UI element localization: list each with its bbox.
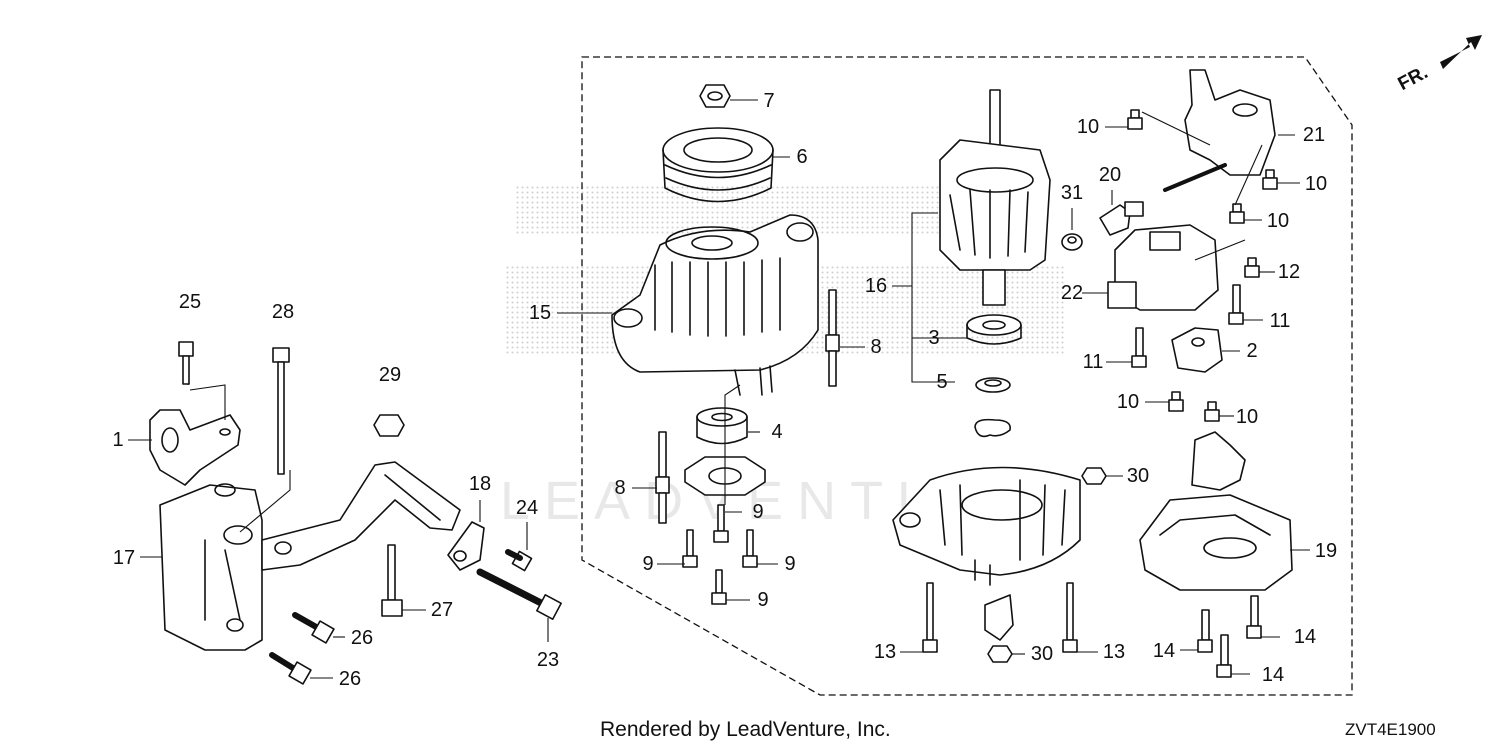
callout-15: 15 bbox=[528, 302, 552, 324]
callout-8-upper: 8 bbox=[870, 336, 882, 358]
callout-11-left: 11 bbox=[1082, 351, 1104, 373]
callout-13-left: 13 bbox=[873, 641, 897, 663]
part-26-bolts bbox=[269, 612, 335, 685]
callout-17: 17 bbox=[112, 547, 136, 569]
part-9-screws bbox=[682, 504, 758, 605]
b-terminal-bracket bbox=[1191, 431, 1246, 491]
callout-10-c: 10 bbox=[1266, 210, 1290, 232]
callout-30-lower: 30 bbox=[1030, 643, 1054, 665]
callout-4: 4 bbox=[771, 421, 783, 443]
callout-26-lower: 26 bbox=[338, 668, 362, 690]
part-20-terminal bbox=[1099, 201, 1144, 236]
part-27-bolt bbox=[381, 544, 403, 617]
part-2-holder bbox=[1171, 327, 1223, 373]
callout-9-b: 9 bbox=[642, 553, 654, 575]
callout-9-d: 9 bbox=[757, 589, 769, 611]
callout-24: 24 bbox=[515, 497, 539, 519]
callout-12: 12 bbox=[1277, 261, 1301, 283]
part-30-nut-lower bbox=[987, 645, 1013, 663]
callout-26-upper: 26 bbox=[350, 627, 374, 649]
callout-27: 27 bbox=[430, 599, 454, 621]
callout-7: 7 bbox=[763, 90, 775, 112]
part-16-rotor bbox=[939, 89, 1051, 306]
part-30-nut-upper bbox=[1081, 467, 1107, 485]
callout-6: 6 bbox=[796, 146, 808, 168]
callout-1: 1 bbox=[112, 429, 124, 451]
part-8-stud-upper bbox=[825, 289, 840, 387]
callout-10-e: 10 bbox=[1235, 406, 1259, 428]
callout-2: 2 bbox=[1246, 340, 1258, 362]
callout-10-b: 10 bbox=[1304, 173, 1328, 195]
callout-21: 21 bbox=[1302, 124, 1326, 146]
part-13-bolts bbox=[922, 582, 1078, 653]
callout-14-c: 14 bbox=[1261, 664, 1285, 686]
part-6-pulley bbox=[662, 127, 774, 203]
render-credit: Rendered by LeadVenture, Inc. bbox=[600, 718, 891, 741]
retaining-clip bbox=[974, 418, 1012, 438]
callout-13-right: 13 bbox=[1102, 641, 1126, 663]
callout-8-lower: 8 bbox=[614, 477, 626, 499]
part-28-bolt bbox=[272, 347, 290, 475]
part-24-bolt bbox=[505, 549, 533, 572]
part-4-bearing bbox=[696, 407, 748, 445]
assembly-boundary bbox=[581, 56, 1353, 696]
part-5-collar bbox=[975, 377, 1011, 393]
adjusting-arm bbox=[261, 461, 461, 571]
callout-10-a: 10 bbox=[1076, 116, 1100, 138]
callout-29: 29 bbox=[378, 364, 402, 386]
callout-19: 19 bbox=[1314, 540, 1338, 562]
callout-16: 16 bbox=[864, 275, 888, 297]
part-25-bolt bbox=[178, 341, 194, 385]
callout-30-upper: 30 bbox=[1126, 465, 1150, 487]
part-18-plate bbox=[447, 521, 485, 571]
callout-3: 3 bbox=[928, 327, 940, 349]
callout-5: 5 bbox=[936, 371, 948, 393]
part-17-mount-bracket bbox=[159, 483, 263, 651]
part-22-regulator bbox=[1107, 224, 1219, 311]
part-23-long-bolt bbox=[476, 568, 562, 620]
part-12-screw bbox=[1244, 257, 1260, 278]
part-14-bolts bbox=[1197, 595, 1262, 678]
callout-25: 25 bbox=[178, 291, 202, 313]
part-8-stud-lower bbox=[655, 431, 670, 524]
part-21-brush-holder bbox=[1163, 69, 1276, 192]
callout-20: 20 bbox=[1098, 164, 1122, 186]
front-direction-arrow bbox=[1440, 35, 1482, 69]
callout-9-a: 9 bbox=[752, 501, 764, 523]
callout-10-d: 10 bbox=[1116, 391, 1140, 413]
rear-end-frame bbox=[892, 466, 1081, 586]
callout-23: 23 bbox=[536, 649, 560, 671]
part-15-alternator-housing bbox=[611, 214, 819, 396]
callout-9-c: 9 bbox=[784, 553, 796, 575]
callout-22: 22 bbox=[1060, 282, 1084, 304]
callout-31: 31 bbox=[1060, 182, 1084, 204]
part-29-nut bbox=[373, 414, 405, 437]
part-31-bushing bbox=[1061, 233, 1083, 251]
callout-18: 18 bbox=[468, 473, 492, 495]
part-1-bracket bbox=[149, 409, 241, 486]
callout-14-b: 14 bbox=[1293, 626, 1317, 648]
terminal-insulator bbox=[984, 594, 1014, 641]
part-3-bearing bbox=[966, 314, 1022, 345]
part-7-nut bbox=[699, 84, 731, 108]
callout-28: 28 bbox=[271, 301, 295, 323]
callout-11-right: 11 bbox=[1269, 310, 1291, 332]
part-11-screws bbox=[1131, 284, 1244, 368]
diagram-code: ZVT4E1900 bbox=[1345, 720, 1436, 739]
part-19-rear-cover bbox=[1139, 494, 1293, 591]
leader-lines bbox=[128, 99, 1310, 679]
callout-14-a: 14 bbox=[1152, 640, 1176, 662]
